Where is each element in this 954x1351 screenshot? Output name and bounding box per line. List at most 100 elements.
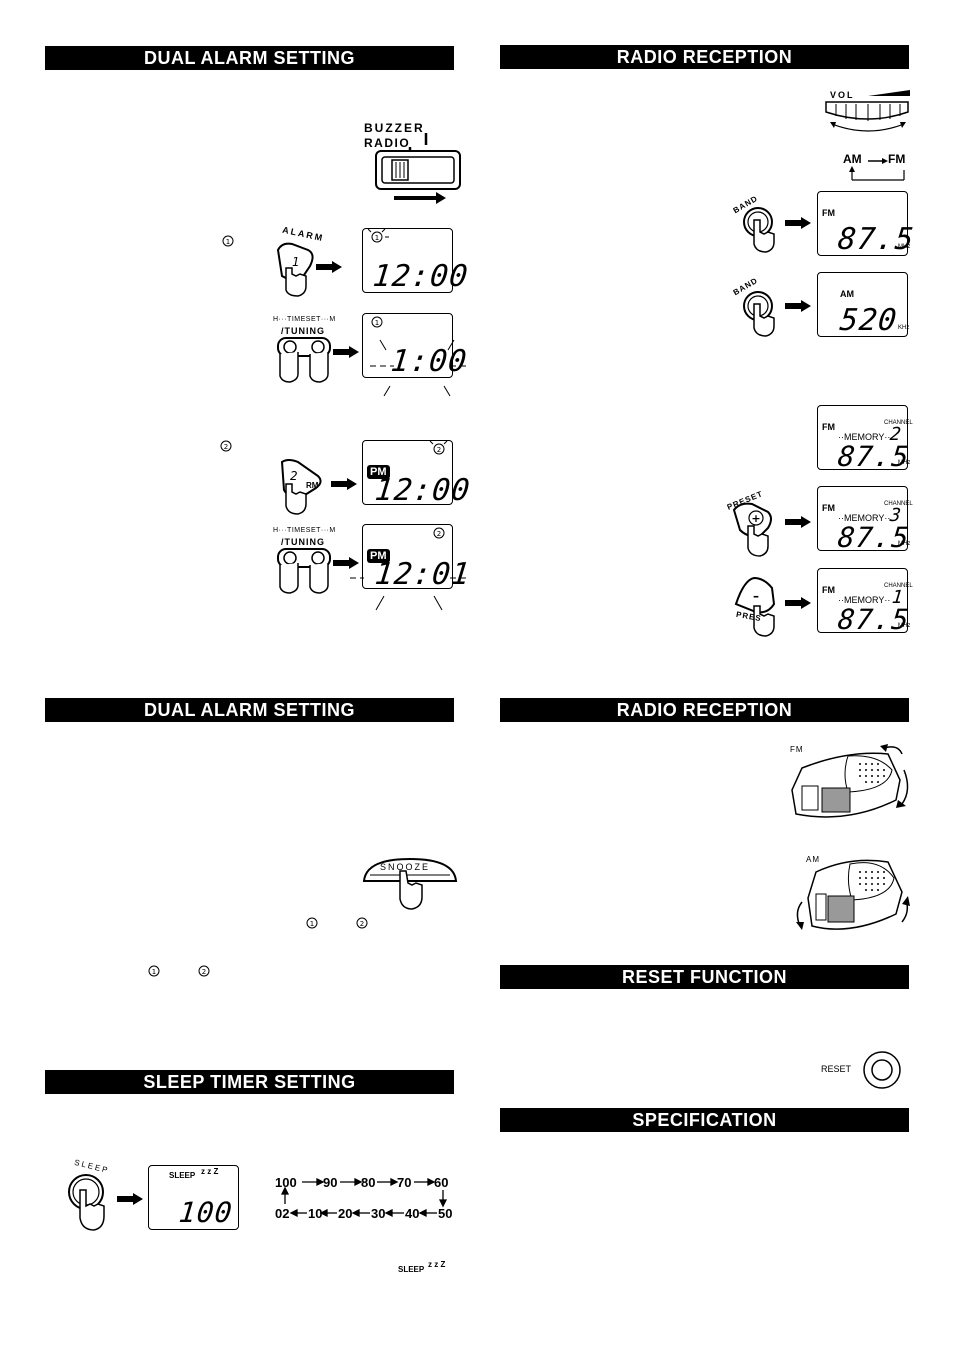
memory-label: ··MEMORY·· — [838, 513, 891, 523]
header-radio-1: RADIO RECEPTION — [500, 45, 909, 69]
band-button-hand-icon[interactable] — [742, 290, 778, 340]
alarm-1-flash-icon: 1 — [371, 316, 383, 328]
svg-text:2: 2 — [437, 530, 441, 538]
svg-text:–: – — [753, 589, 759, 603]
alarm1-lcd: 1 12:00 — [362, 228, 470, 294]
sleep-seq-row1-1: 90 — [323, 1175, 338, 1190]
memory-frequency: 87.5 — [836, 603, 912, 636]
fm-dial-label: FM — [790, 745, 804, 754]
pm-indicator: PM — [367, 465, 390, 479]
sleep-seq-row1-2: 80 — [361, 1175, 376, 1190]
zz-indicator-small: z z Z — [428, 1260, 446, 1269]
memory-ch3-lcd: FM CHANNEL ··MEMORY·· 3 87.5 MHz — [817, 486, 913, 554]
tuning-buttons-hand-icon[interactable] — [276, 336, 332, 383]
preset-minus-button-hand-icon[interactable]: – — [732, 574, 778, 638]
am-frequency: 520 — [838, 303, 900, 338]
radio-switch-label: RADIO — [364, 136, 411, 150]
sleep-seq-row1-0: 100 — [275, 1175, 297, 1190]
svg-text:RM: RM — [306, 481, 319, 490]
mhz-unit: MHz — [898, 541, 911, 547]
fm-indicator: FM — [822, 585, 835, 595]
am-fm-cycle-icon — [849, 158, 905, 181]
memory-label: ··MEMORY·· — [838, 432, 891, 442]
arrow-icon — [333, 557, 359, 569]
snooze-bar-icon[interactable] — [362, 855, 458, 911]
sleep-indicator-small: SLEEP — [398, 1265, 425, 1274]
header-spec: SPECIFICATION — [500, 1108, 909, 1132]
sleep-seq-row2-0: 02 — [275, 1206, 290, 1221]
am-lcd: AM 520 KHz — [817, 272, 910, 338]
header-radio-2: RADIO RECEPTION — [500, 698, 909, 722]
arrow-icon — [316, 261, 342, 273]
memory-frequency: 87.5 — [836, 440, 912, 473]
reset-label: RESET — [821, 1064, 852, 1074]
channel-label: CHANNEL — [884, 420, 913, 426]
vol-label: VOL — [830, 90, 855, 100]
alarm-1-flash-icon: 1 — [367, 228, 389, 243]
header-reset: RESET FUNCTION — [500, 965, 909, 989]
alarm1-set-lcd: 1 1:00 — [362, 313, 469, 379]
svg-text:2: 2 — [202, 968, 206, 976]
fm-label: FM — [888, 152, 906, 166]
fm-indicator: FM — [822, 422, 835, 432]
alarm2-lcd: PM 2 12:00 — [362, 440, 472, 508]
am-indicator: AM — [840, 289, 854, 299]
fm-frequency: 87.5 — [836, 222, 917, 257]
svg-text:2: 2 — [290, 469, 298, 483]
svg-text:+: + — [751, 512, 760, 525]
channel-label: CHANNEL — [884, 583, 913, 589]
alarm-1-small-icon: 1 — [148, 965, 160, 977]
memory-frequency: 87.5 — [836, 521, 912, 554]
svg-text:1: 1 — [292, 255, 300, 269]
buzzer-label: BUZZER — [364, 121, 425, 135]
flash-lines-icon — [370, 339, 470, 397]
arrow-icon — [331, 478, 357, 490]
header-sleep: SLEEP TIMER SETTING — [45, 1070, 454, 1094]
fm-lcd: FM 87.5 MHz — [817, 191, 916, 257]
sleep-seq-row2-3: 30 — [371, 1206, 386, 1221]
sleep-seq-row2-1: 10 — [308, 1206, 323, 1221]
header-dual-alarm-1: DUAL ALARM SETTING — [45, 46, 454, 70]
zz-indicator: z z Z — [201, 1167, 219, 1176]
mhz-unit: MHz — [898, 623, 911, 629]
alarm-2-button-hand-icon[interactable]: 2 RM — [276, 456, 330, 515]
svg-text:1: 1 — [152, 968, 156, 976]
am-dial-label: AM — [806, 855, 820, 864]
time-set-label: H···TIMESET···M — [273, 316, 336, 323]
svg-text:1: 1 — [226, 238, 230, 246]
sleep-lcd: SLEEP z z Z 100 — [148, 1165, 239, 1230]
preset-plus-button-hand-icon[interactable]: + — [730, 500, 776, 557]
memory-ch2-lcd: FM CHANNEL ··MEMORY·· 2 87.5 MHz — [817, 405, 913, 473]
svg-text:1: 1 — [375, 319, 379, 327]
alarm-2-icon: 2 — [220, 440, 232, 452]
memory-ch1-lcd: FM CHANNEL ··MEMORY·· 1 87.5 MHz — [817, 568, 913, 636]
tuning-label: /TUNING — [281, 537, 325, 547]
sleep-seq-row1-4: 60 — [434, 1175, 449, 1190]
flash-lines-icon — [350, 577, 468, 611]
band-button-hand-icon[interactable] — [742, 206, 778, 256]
sleep-sequence-arrows-icon — [280, 1177, 448, 1218]
sleep-indicator: SLEEP — [169, 1171, 196, 1180]
volume-dial-icon[interactable] — [822, 86, 912, 138]
memory-label: ··MEMORY·· — [838, 595, 891, 605]
sleep-button-hand-icon[interactable] — [66, 1172, 110, 1234]
fm-indicator: FM — [822, 208, 835, 218]
alarm2-set-lcd: PM 2 12:01 — [362, 524, 472, 592]
arrow-icon — [785, 217, 811, 229]
reset-button-icon[interactable] — [862, 1050, 902, 1090]
sleep-seq-row1-3: 70 — [397, 1175, 412, 1190]
khz-unit: KHz — [898, 325, 910, 331]
svg-text:1: 1 — [375, 234, 379, 242]
alarm-2-flash-icon: 2 — [433, 527, 445, 539]
alarm-1-small-icon: 1 — [306, 917, 318, 929]
pm-indicator: PM — [367, 549, 390, 563]
buzzer-radio-switch-icon[interactable] — [370, 130, 470, 210]
tuning-buttons-hand-icon[interactable] — [276, 547, 332, 594]
arrow-icon — [785, 300, 811, 312]
svg-text:2: 2 — [437, 446, 441, 454]
sleep-value: 100 — [177, 1196, 235, 1229]
alarm-1-button-hand-icon[interactable]: 1 — [272, 240, 322, 300]
alarm1-time: 12:00 — [371, 259, 471, 294]
alarm-1-icon: 1 — [222, 235, 234, 247]
am-label: AM — [843, 152, 862, 166]
